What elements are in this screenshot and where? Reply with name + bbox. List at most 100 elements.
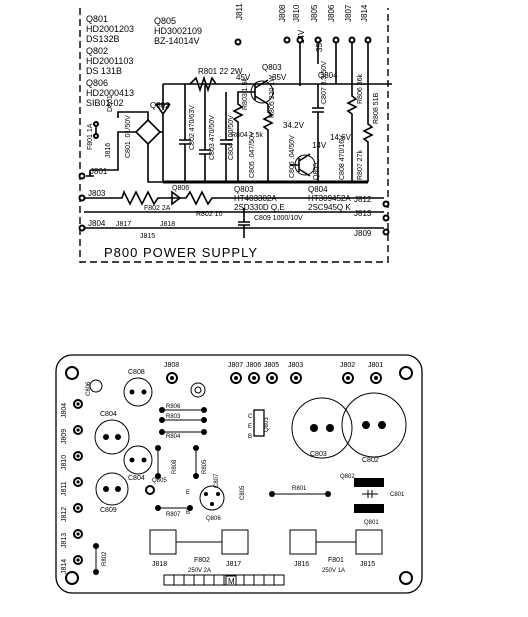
jack-terminal <box>234 38 242 46</box>
voltage-label: 45V <box>236 73 251 82</box>
fuse-label: F802 <box>194 557 210 564</box>
q804-transistor <box>290 153 316 177</box>
c804-capacitor <box>220 92 232 182</box>
board-fuse-holders: J818 F802 250V 2A J817 J816 F801 250V 1A… <box>149 529 383 574</box>
jack-label: J801 <box>368 362 383 369</box>
c803-label: C803 470/50V <box>209 115 216 160</box>
q803-transistor: Q803 45V 35V <box>236 63 287 105</box>
pin-label: E <box>248 424 252 430</box>
jack-label: J805 <box>264 362 279 369</box>
j804-label: J804 <box>88 219 106 228</box>
pin-label: B <box>186 510 190 516</box>
jack-label: J809 <box>61 429 68 444</box>
part-label: Q805 <box>154 16 176 26</box>
jack-label: J807 <box>344 4 353 22</box>
schematic-title: P800 POWER SUPPLY <box>104 245 258 260</box>
part-label: HD2001203 <box>86 24 134 34</box>
parts-list: Q801 HD2001203 DS132B Q802 HD2001103 DS … <box>86 14 134 108</box>
q803-info-label: Q803 <box>234 185 254 194</box>
q803-info-label: 2SD330D Q,E <box>234 203 285 212</box>
r801-resistor <box>189 75 217 93</box>
c809-board-label: C809 <box>100 507 117 514</box>
jack-label: J817 <box>226 561 241 568</box>
q802-zener <box>155 84 171 182</box>
pcb-layout: J808 J807 J806 J805 J803 J802 J801 J804 … <box>55 354 423 594</box>
c805-label: C805 .047/50V <box>249 131 256 178</box>
jack-label: J815 <box>360 561 375 568</box>
fuse-label: F802 2A <box>144 205 171 212</box>
jack-terminal <box>283 36 291 44</box>
r802-label: R802 10 <box>196 211 223 218</box>
jack-label: J814 <box>360 4 369 22</box>
c806-board-label: C806 <box>86 381 92 396</box>
jack-label: J818 <box>152 561 167 568</box>
fuse-label: F801 1A <box>87 123 94 150</box>
part-label: DS 131B <box>86 66 122 76</box>
r801-label: R801 22 2W <box>198 67 243 76</box>
jack-label: J803 <box>288 362 303 369</box>
c803-board-label: C803 <box>310 451 327 458</box>
jack-label: J802 <box>340 362 355 369</box>
jack-label: J805 <box>310 4 319 22</box>
pin-label: B <box>248 434 252 440</box>
jack-terminal <box>296 36 304 44</box>
r808-label: R808 51B <box>373 93 380 124</box>
bridge-rectifier: D801 <box>90 95 163 183</box>
q803-label: Q803 <box>262 63 282 72</box>
j801-label: J801 <box>90 167 108 176</box>
jack-label: J806 <box>246 362 261 369</box>
r805-label: R805 220 1W <box>269 75 276 118</box>
jack-label: J816 <box>294 561 309 568</box>
top-jacks: J811 J808 J810 J805 J806 J807 J814 14V 3… <box>234 3 372 86</box>
c809-label: C809 1000/10V <box>254 215 303 222</box>
mounting-hole-icon <box>399 571 413 585</box>
part-label: HD2000413 <box>86 88 134 98</box>
jack-label: J810 <box>292 4 301 22</box>
fuse-rating: 250V 1A <box>322 568 345 574</box>
c804-alt-label: C804 <box>128 475 145 482</box>
jack-terminal <box>332 36 340 44</box>
q803-board-label: Q803 <box>264 417 270 432</box>
jack-terminal <box>364 36 372 44</box>
c802-label: C802 470/63V <box>189 105 196 150</box>
q802-label: Q802 <box>150 101 170 110</box>
part-label: DS132B <box>86 34 120 44</box>
board-resistors: R806 R803 R804 R808 R805 R807 R801 R802 <box>93 404 331 575</box>
r805-resistor <box>262 104 274 182</box>
c807-board-label: C807 <box>214 473 220 488</box>
r802-board-label: R802 <box>102 551 108 566</box>
r808-resistor <box>362 84 374 182</box>
jack-label: J808 <box>278 4 287 22</box>
pcb-outline <box>55 354 423 594</box>
board-semiconductors: Q805 Q806 C807 C805 E B Q803 C E B Q802 … <box>145 382 405 526</box>
pin-label: E <box>186 490 190 496</box>
voltage-label: 35V <box>272 73 287 82</box>
board-left-jacks: J804 J809 J810 J811 J812 J813 J814 <box>61 399 83 574</box>
jack-terminal <box>314 36 322 44</box>
part-label: BZ-14014V <box>154 36 200 46</box>
fuse-rating: 250V 2A <box>188 568 211 574</box>
q804-info-label: Q804 <box>308 185 328 194</box>
r808-board-label: R808 <box>172 459 178 474</box>
c803-capacitor <box>199 84 211 182</box>
jack-label: J811 <box>235 3 244 20</box>
jack-terminal <box>348 36 356 44</box>
jack-label: J804 <box>61 403 68 418</box>
c802-capacitor <box>179 84 191 182</box>
c807-label: C807 3.3/50V <box>321 61 328 104</box>
c808-board-label: C808 <box>128 369 145 376</box>
voltage-label: 14.6V <box>330 133 352 142</box>
part-label: HD3002109 <box>154 26 202 36</box>
part-label: Q802 <box>86 46 108 56</box>
q804-info-label: 2SC945Q K <box>308 203 351 212</box>
j816-label: J816 <box>105 143 112 158</box>
jack-label: J812 <box>61 507 68 522</box>
voltage-label: 34.2V <box>283 121 305 130</box>
r801-board-label: R801 <box>292 486 307 492</box>
q801-board-label: Q801 <box>364 520 379 526</box>
j803-label: J803 <box>88 189 106 198</box>
c804-board-label: C804 <box>100 411 117 418</box>
r804-board-label: R804 <box>166 434 181 440</box>
